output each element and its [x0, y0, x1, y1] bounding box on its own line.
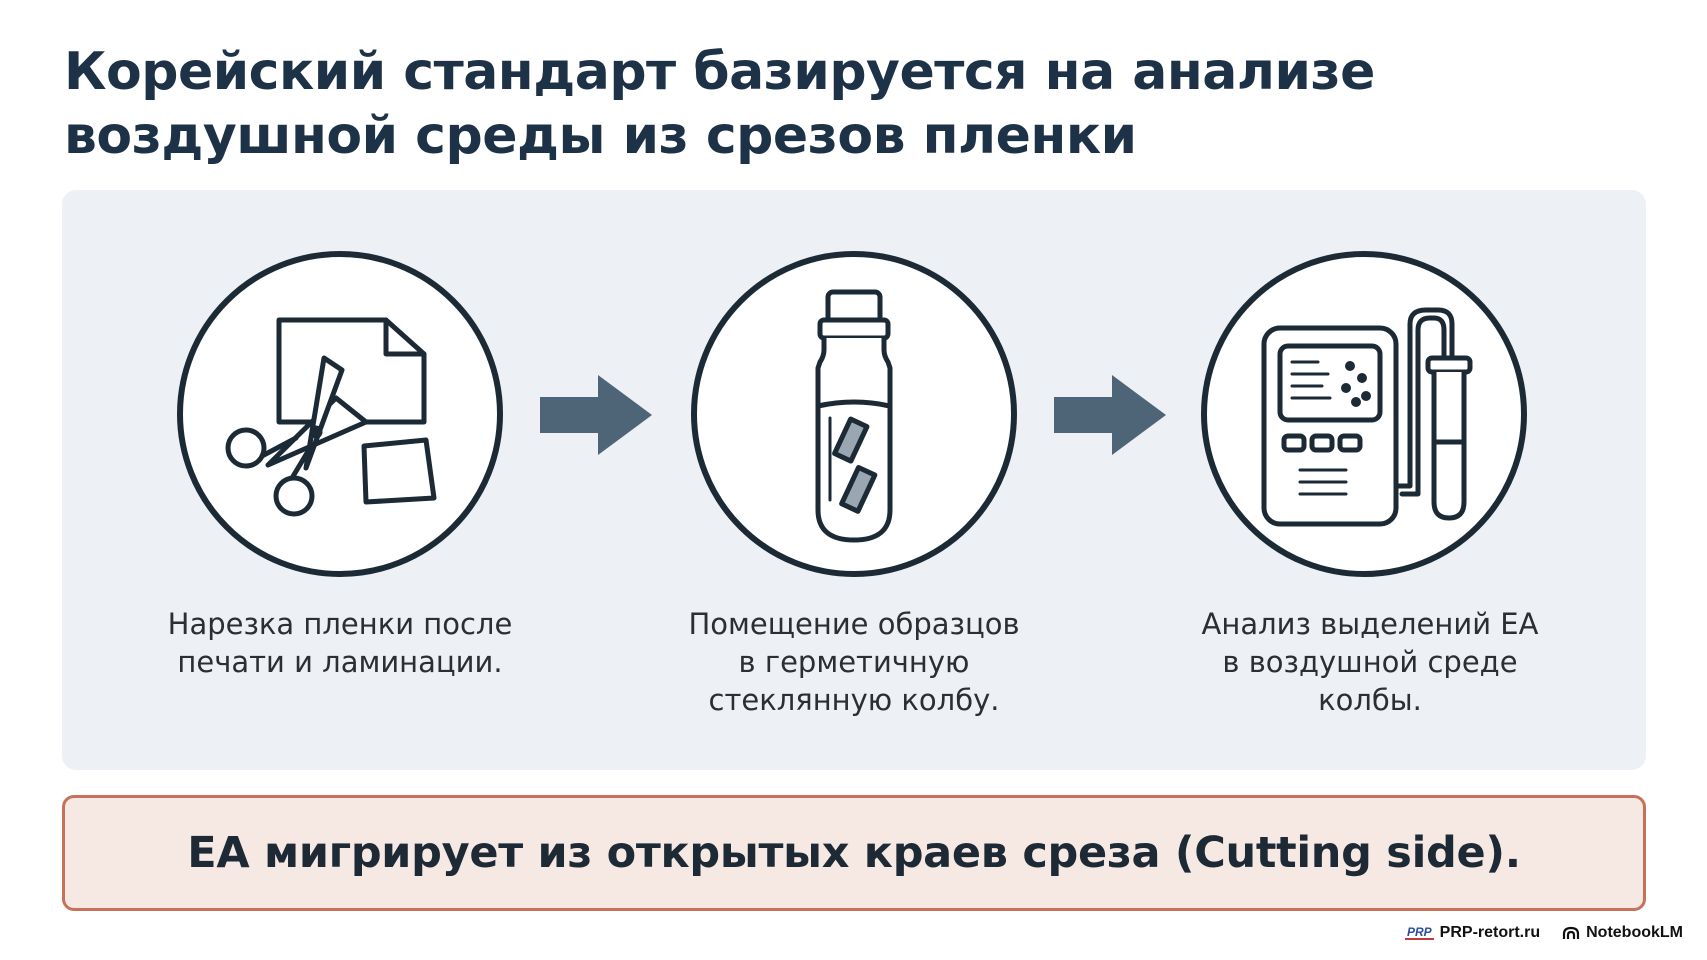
step-3-line-1: Анализ выделений EA	[1201, 607, 1539, 641]
step-1-caption: Нарезка пленки после печати и ламинации.	[130, 605, 550, 681]
step-2-caption: Помещение образцов в герметичную стеклян…	[644, 605, 1064, 719]
prp-logo: PRP	[1404, 925, 1434, 940]
step-3-line-2: в воздушной среде	[1222, 645, 1518, 679]
step-3-caption: Анализ выделений EA в воздушной среде ко…	[1160, 605, 1580, 719]
footer: PRP PRP-retort.ru NotebookLM	[1404, 924, 1683, 942]
notebooklm-logo-icon	[1563, 926, 1580, 939]
step-1-line-1: Нарезка пленки после	[167, 607, 513, 641]
step-2-line-3: стеклянную колбу.	[708, 683, 1000, 717]
site-label: PRP-retort.ru	[1439, 924, 1541, 941]
sealed-flask-icon	[690, 250, 1018, 578]
page-title: Корейский стандарт базируется на анализе…	[64, 40, 1464, 168]
arrow-right-icon	[540, 375, 652, 455]
brand-label: NotebookLM	[1586, 924, 1683, 941]
title-line-1: Корейский стандарт базируется на анализе	[64, 42, 1375, 102]
step-1-line-2: печати и ламинации.	[177, 645, 503, 679]
gas-analyzer-icon	[1200, 250, 1528, 578]
prp-retort-link[interactable]: PRP PRP-retort.ru	[1404, 924, 1541, 942]
title-line-2: воздушной среды из срезов пленки	[64, 106, 1137, 166]
step-2-line-1: Помещение образцов	[688, 607, 1020, 641]
scissors-film-icon	[176, 250, 504, 578]
arrow-right-icon	[1054, 375, 1166, 455]
notebooklm-brand: NotebookLM	[1562, 924, 1683, 942]
step-2-line-2: в герметичную	[738, 645, 970, 679]
conclusion-text: EA мигрирует из открытых краев среза (Cu…	[187, 828, 1521, 878]
conclusion-banner: EA мигрирует из открытых краев среза (Cu…	[62, 795, 1646, 911]
step-3-line-3: колбы.	[1318, 683, 1422, 717]
